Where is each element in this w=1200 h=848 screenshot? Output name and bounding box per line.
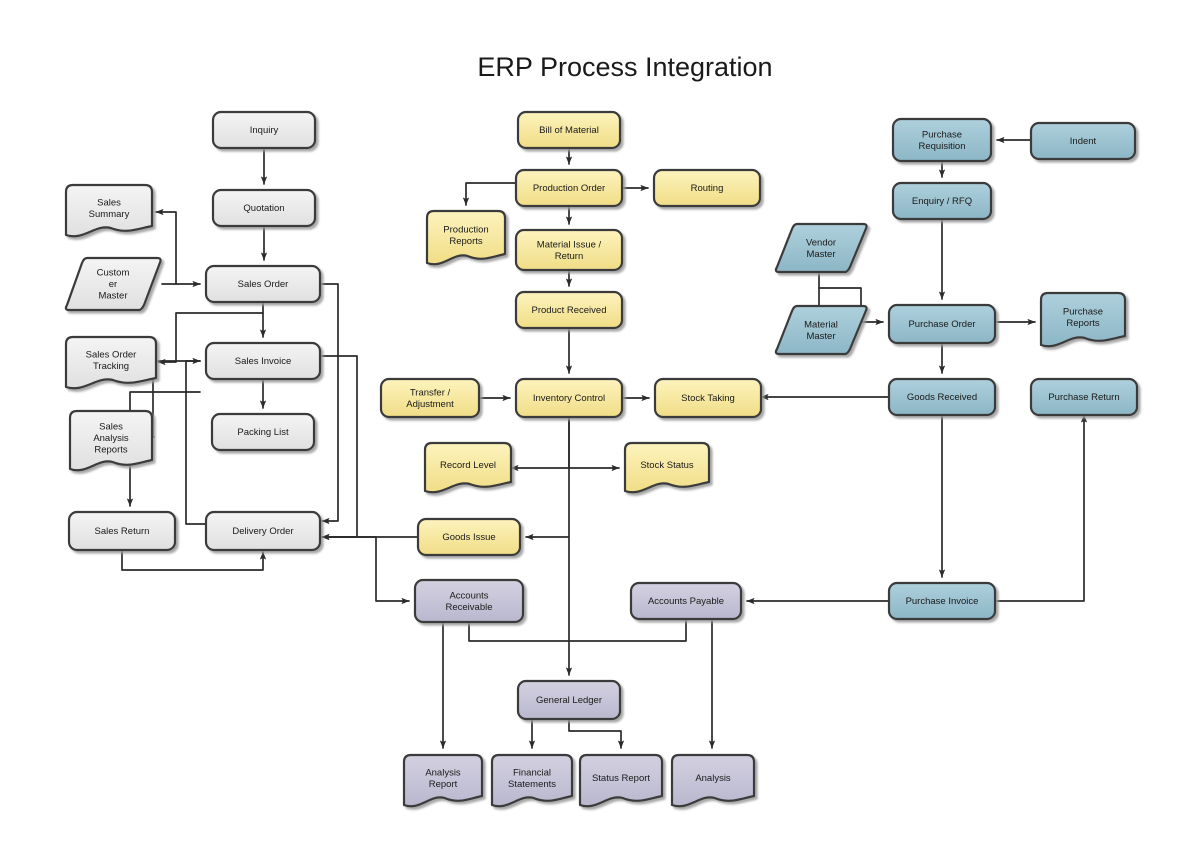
node-shape-material_master (774, 304, 868, 356)
edge-inventory_control-to-record_level (510, 416, 570, 472)
node-shape-packing_list (210, 412, 316, 452)
edge-general_ledger-to-status_report (568, 718, 625, 749)
node-shape-purchase_invoice (887, 581, 997, 621)
node-inquiry[interactable]: Inquiry (211, 110, 317, 150)
node-quotation[interactable]: Quotation (211, 188, 317, 228)
node-shape-bill_of_material (516, 110, 622, 150)
edge-sales_return-to-delivery_order (121, 549, 267, 571)
edge-vendor_master-to-purchase_order (818, 271, 884, 326)
node-shape-inventory_control (514, 377, 624, 419)
edges-layer (121, 136, 1088, 749)
node-indent[interactable]: Indent (1029, 121, 1137, 161)
node-stock_taking[interactable]: Stock Taking (653, 377, 763, 419)
node-shape-quotation (211, 188, 317, 228)
node-shape-product_received (514, 290, 624, 330)
node-shape-transfer_adj (379, 377, 481, 419)
edge-accounts_receivable-to-general_ledger (468, 621, 570, 642)
node-product_received[interactable]: Product Received (514, 290, 624, 330)
node-shape-indent (1029, 121, 1137, 161)
node-shape-analysis (670, 753, 756, 808)
node-shape-customer_master (64, 256, 162, 312)
node-accounts_payable[interactable]: Accounts Payable (629, 581, 743, 621)
node-shape-material_issue (514, 228, 624, 272)
node-shape-general_ledger (516, 679, 622, 721)
edge-delivery_order-to-sales_invoice (185, 357, 207, 525)
node-shape-stock_taking (653, 377, 763, 419)
node-shape-record_level (423, 441, 513, 494)
node-shape-vendor_master (774, 222, 868, 274)
node-shape-delivery_order (204, 510, 322, 552)
edge-delivery_order-to-accounts_receivable (319, 536, 410, 605)
node-shape-inquiry (211, 110, 317, 150)
node-shape-sales_invoice (204, 341, 322, 381)
edge-sales_order-to-so_tracking (157, 312, 264, 366)
node-goods_issue[interactable]: Goods Issue (416, 517, 522, 557)
edge-production_order-to-production_reports (462, 182, 517, 206)
node-shape-sales_order (204, 264, 322, 304)
edge-sales_order-to-sales_summary (155, 208, 177, 285)
node-status_report[interactable]: Status Report (578, 753, 664, 808)
node-shape-financial_statements (490, 753, 574, 808)
node-bill_of_material[interactable]: Bill of Material (516, 110, 622, 150)
node-routing[interactable]: Routing (652, 168, 762, 208)
node-shape-status_report (578, 753, 664, 808)
node-inventory_control[interactable]: Inventory Control (514, 377, 624, 419)
node-shape-enquiry_rfq (891, 181, 993, 221)
node-shape-accounts_receivable (413, 578, 525, 624)
node-material_issue[interactable]: Material Issue /Return (514, 228, 624, 272)
node-sales_invoice[interactable]: Sales Invoice (204, 341, 322, 381)
node-shape-purchase_order (887, 303, 997, 345)
node-shape-stock_status (623, 441, 711, 494)
node-sales_return[interactable]: Sales Return (67, 510, 177, 552)
node-production_order[interactable]: Production Order (514, 168, 624, 208)
node-shape-routing (652, 168, 762, 208)
node-stock_status[interactable]: Stock Status (623, 441, 711, 494)
node-record_level[interactable]: Record Level (423, 441, 513, 494)
node-shape-purchase_return (1029, 377, 1139, 417)
node-enquiry_rfq[interactable]: Enquiry / RFQ (891, 181, 993, 221)
node-delivery_order[interactable]: Delivery Order (204, 510, 322, 552)
node-transfer_adj[interactable]: Transfer /Adjustment (379, 377, 481, 419)
node-analysis[interactable]: Analysis (670, 753, 756, 808)
node-shape-purchase_reports (1039, 291, 1127, 348)
node-shape-goods_issue (416, 517, 522, 557)
node-shape-sales_summary (64, 183, 154, 238)
node-shape-sales_return (67, 510, 177, 552)
node-sales_order[interactable]: Sales Order (204, 264, 322, 304)
node-shape-analysis_report (402, 753, 484, 808)
page-title: ERP Process Integration (477, 52, 772, 82)
node-shape-purchase_requisition (891, 117, 993, 163)
node-purchase_order[interactable]: Purchase Order (887, 303, 997, 345)
node-shape-accounts_payable (629, 581, 743, 621)
node-shape-so_tracking (64, 335, 158, 390)
node-shape-production_order (514, 168, 624, 208)
node-purchase_return[interactable]: Purchase Return (1029, 377, 1139, 417)
edge-accounts_payable-to-general_ledger (568, 618, 687, 642)
node-purchase_invoice[interactable]: Purchase Invoice (887, 581, 997, 621)
edge-sales_invoice-to-sales_return (126, 391, 201, 507)
node-general_ledger[interactable]: General Ledger (516, 679, 622, 721)
node-shape-sales_analysis (68, 409, 154, 472)
node-shape-production_reports (425, 209, 507, 266)
edge-purchase_invoice-to-purchase_return (994, 414, 1088, 602)
edge-sales_order-to-delivery_order (319, 283, 339, 525)
edge-sales_invoice-to-sales_analysis (146, 360, 201, 441)
node-packing_list[interactable]: Packing List (210, 412, 316, 452)
node-shape-goods_received (887, 377, 997, 417)
node-goods_received[interactable]: Goods Received (887, 377, 997, 417)
